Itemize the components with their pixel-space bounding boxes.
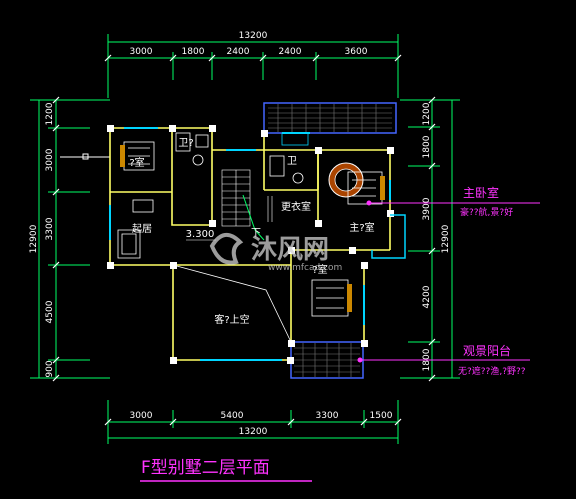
staircase bbox=[221, 169, 251, 227]
top-total-dim: 13200 bbox=[239, 31, 268, 41]
balcony-annotation-note: 无?遮??渔,?野?? bbox=[458, 365, 526, 377]
room-living: 起居 bbox=[132, 223, 152, 235]
bottom-dim-2: 5400 bbox=[221, 411, 244, 421]
top-dim-1: 3000 bbox=[130, 47, 153, 57]
watermark-brand: 沐风网 bbox=[251, 235, 329, 265]
bottom-dim-1: 3000 bbox=[130, 411, 153, 421]
drawing-title: F型别墅二层平面 bbox=[141, 458, 270, 478]
right-dim-1: 1200 bbox=[422, 102, 432, 125]
room-bedroom-se: ?室 bbox=[312, 263, 327, 276]
left-dim-4: 4500 bbox=[45, 300, 55, 323]
left-dim-5: 900 bbox=[45, 360, 55, 377]
columns bbox=[107, 125, 394, 364]
right-dim-4: 4200 bbox=[422, 285, 432, 308]
top-dim-4: 2400 bbox=[279, 47, 302, 57]
left-total-dim: 12900 bbox=[29, 224, 39, 253]
bed-se bbox=[311, 279, 352, 317]
room-master: 主?室 bbox=[349, 221, 374, 234]
right-dim-2: 1800 bbox=[422, 135, 432, 158]
master-annotation-title: 主卧室 bbox=[463, 185, 499, 200]
dimension-ticks bbox=[52, 54, 436, 426]
north-balcony bbox=[263, 102, 397, 134]
top-dim-5: 3600 bbox=[345, 47, 368, 57]
stair-arrow bbox=[242, 194, 265, 241]
bay-window bbox=[371, 214, 406, 259]
axis-marker bbox=[60, 153, 110, 160]
right-dim-3: 3900 bbox=[422, 197, 432, 220]
room-void: 客?上空 bbox=[214, 313, 249, 326]
room-bath-mid: 卫 bbox=[287, 156, 297, 167]
closet-shelves bbox=[267, 196, 273, 222]
balcony-annotation-title: 观景阳台 bbox=[463, 343, 511, 358]
bottom-total-dim: 13200 bbox=[239, 427, 268, 437]
annotation-leaders bbox=[357, 200, 540, 363]
stair-down-label: 下 bbox=[251, 228, 261, 239]
master-annotation-note: 豪??航,景?好 bbox=[460, 206, 513, 218]
floor-elevation: 3.300 bbox=[186, 229, 215, 240]
left-dim-3: 3300 bbox=[45, 217, 55, 240]
living-sofa bbox=[117, 199, 154, 259]
top-dim-3: 2400 bbox=[227, 47, 250, 57]
bed-nw bbox=[120, 141, 155, 171]
watermark-url: www.mfcad.com bbox=[268, 263, 342, 273]
bath-fixtures-small bbox=[175, 132, 209, 166]
bottom-dim-3: 3300 bbox=[316, 411, 339, 421]
room-bedroom-nw: ?室 bbox=[129, 156, 144, 169]
left-dim-2: 3000 bbox=[45, 148, 55, 171]
dimension-lines bbox=[30, 34, 460, 444]
right-total-dim: 12900 bbox=[441, 224, 451, 253]
bath-fixtures-mid bbox=[269, 132, 309, 184]
top-dim-2: 1800 bbox=[182, 47, 205, 57]
room-closet: 更衣室 bbox=[281, 200, 311, 213]
room-bath-small: 卫? bbox=[178, 138, 193, 149]
watermark-logo: 沐风网 www.mfcad.com bbox=[209, 233, 342, 273]
bed-master bbox=[347, 171, 385, 205]
left-dim-1: 1200 bbox=[45, 102, 55, 125]
south-balcony bbox=[290, 341, 364, 379]
bottom-dim-4: 1500 bbox=[370, 411, 393, 421]
